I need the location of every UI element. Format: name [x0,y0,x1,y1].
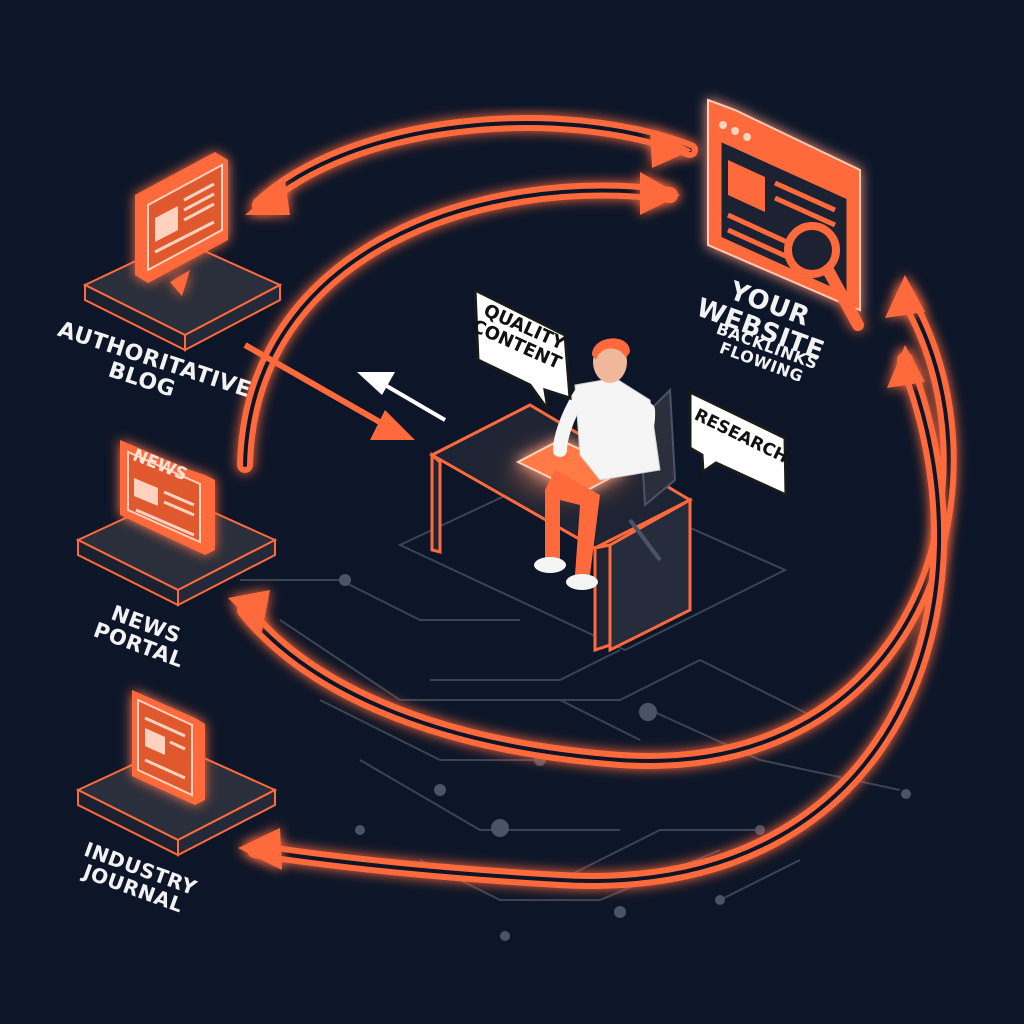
newspaper-icon [120,440,215,555]
arrowheads [228,130,925,870]
node-journal [75,690,278,857]
arrowhead-journal [238,828,282,870]
node-blog [82,152,283,352]
arrowhead-website-right-2 [887,345,925,388]
browser-search-icon [707,98,864,331]
arrowhead-website-right [885,275,925,318]
bubble-quality [473,287,572,411]
person-at-desk [428,338,694,653]
node-news: NEWS [75,440,278,607]
arrowhead-news [228,590,270,632]
blog-post-icon [135,152,228,296]
flow-arrows [237,114,957,889]
node-website [707,98,864,331]
journal-icon [132,690,205,805]
arrowhead-website-top [650,130,692,168]
person-legs [545,470,600,575]
arrowhead-blog [245,180,290,215]
bubble-research [688,389,788,498]
arrowhead-website-mid [640,172,680,215]
circuit-nodes [339,574,911,941]
center-arrows [243,342,447,440]
circuit-lines [240,579,901,901]
